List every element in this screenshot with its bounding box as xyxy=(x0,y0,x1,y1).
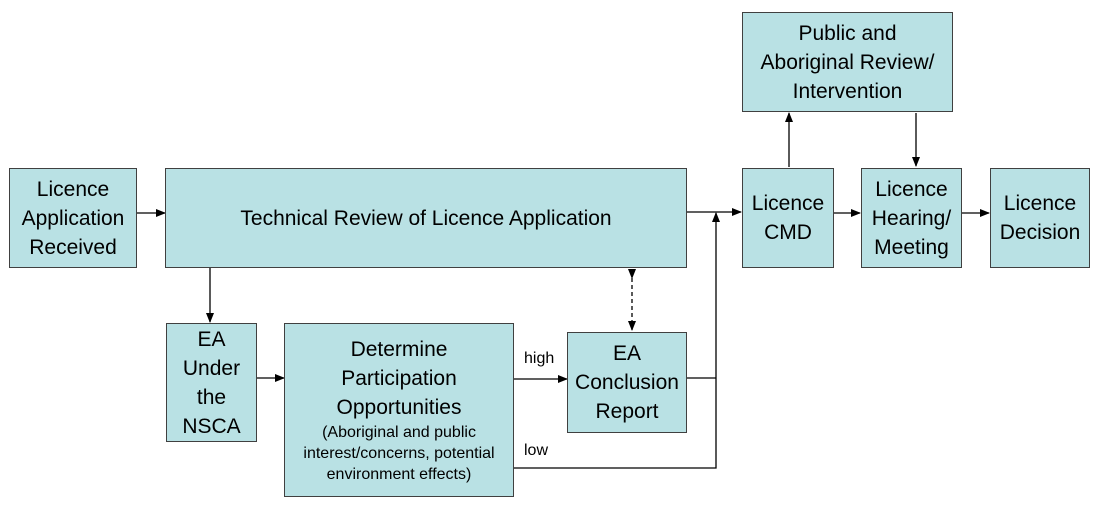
node-licence-cmd: Licence CMD xyxy=(742,168,834,268)
node-text: Participation xyxy=(341,367,457,390)
node-licence-decision: Licence Decision xyxy=(990,168,1090,268)
node-text: Technical Review of Licence Application xyxy=(240,206,612,230)
node-note: interest/concerns, potential xyxy=(303,445,495,462)
node-text: Decision xyxy=(999,221,1081,244)
node-text: Public and xyxy=(798,21,897,45)
node-text: Intervention xyxy=(792,79,903,103)
node-note: (Aboriginal and public xyxy=(322,424,476,441)
line-determine-low-path xyxy=(514,377,717,469)
node-determine-participation: Determine Participation Opportunities (A… xyxy=(284,323,514,497)
edge-label-high: high xyxy=(524,350,555,367)
node-public-aboriginal-review: Public and Aboriginal Review/ Interventi… xyxy=(742,12,953,112)
node-text: EA xyxy=(612,342,641,365)
node-text: Under xyxy=(182,356,241,380)
node-text: Determine xyxy=(350,338,448,361)
node-text: Meeting xyxy=(874,235,949,259)
node-text: Opportunities xyxy=(336,396,462,419)
node-text: Licence xyxy=(36,177,110,201)
node-licence-hearing: Licence Hearing/ Meeting xyxy=(861,168,962,268)
node-text: Aboriginal Review/ xyxy=(760,50,935,74)
node-text: CMD xyxy=(764,221,812,244)
node-text: Application xyxy=(21,206,125,230)
node-text: EA xyxy=(197,327,226,351)
node-text: Licence xyxy=(1003,192,1077,215)
node-text: Received xyxy=(29,235,117,259)
node-text: the xyxy=(196,385,227,409)
node-text: Licence xyxy=(751,192,825,215)
edge-label-low: low xyxy=(524,442,549,459)
node-ea-under-nsca: EA Under the NSCA xyxy=(166,323,257,442)
node-text: Hearing/ xyxy=(871,206,952,230)
node-licence-application-received: Licence Application Received xyxy=(9,168,137,268)
node-note: environment effects) xyxy=(326,466,472,483)
node-text: Licence xyxy=(875,177,948,201)
node-text: NSCA xyxy=(182,414,241,438)
node-ea-conclusion-report: EA Conclusion Report xyxy=(567,332,687,433)
node-technical-review: Technical Review of Licence Application xyxy=(165,168,687,268)
node-text: Report xyxy=(595,400,659,423)
node-text: Conclusion xyxy=(575,371,679,394)
